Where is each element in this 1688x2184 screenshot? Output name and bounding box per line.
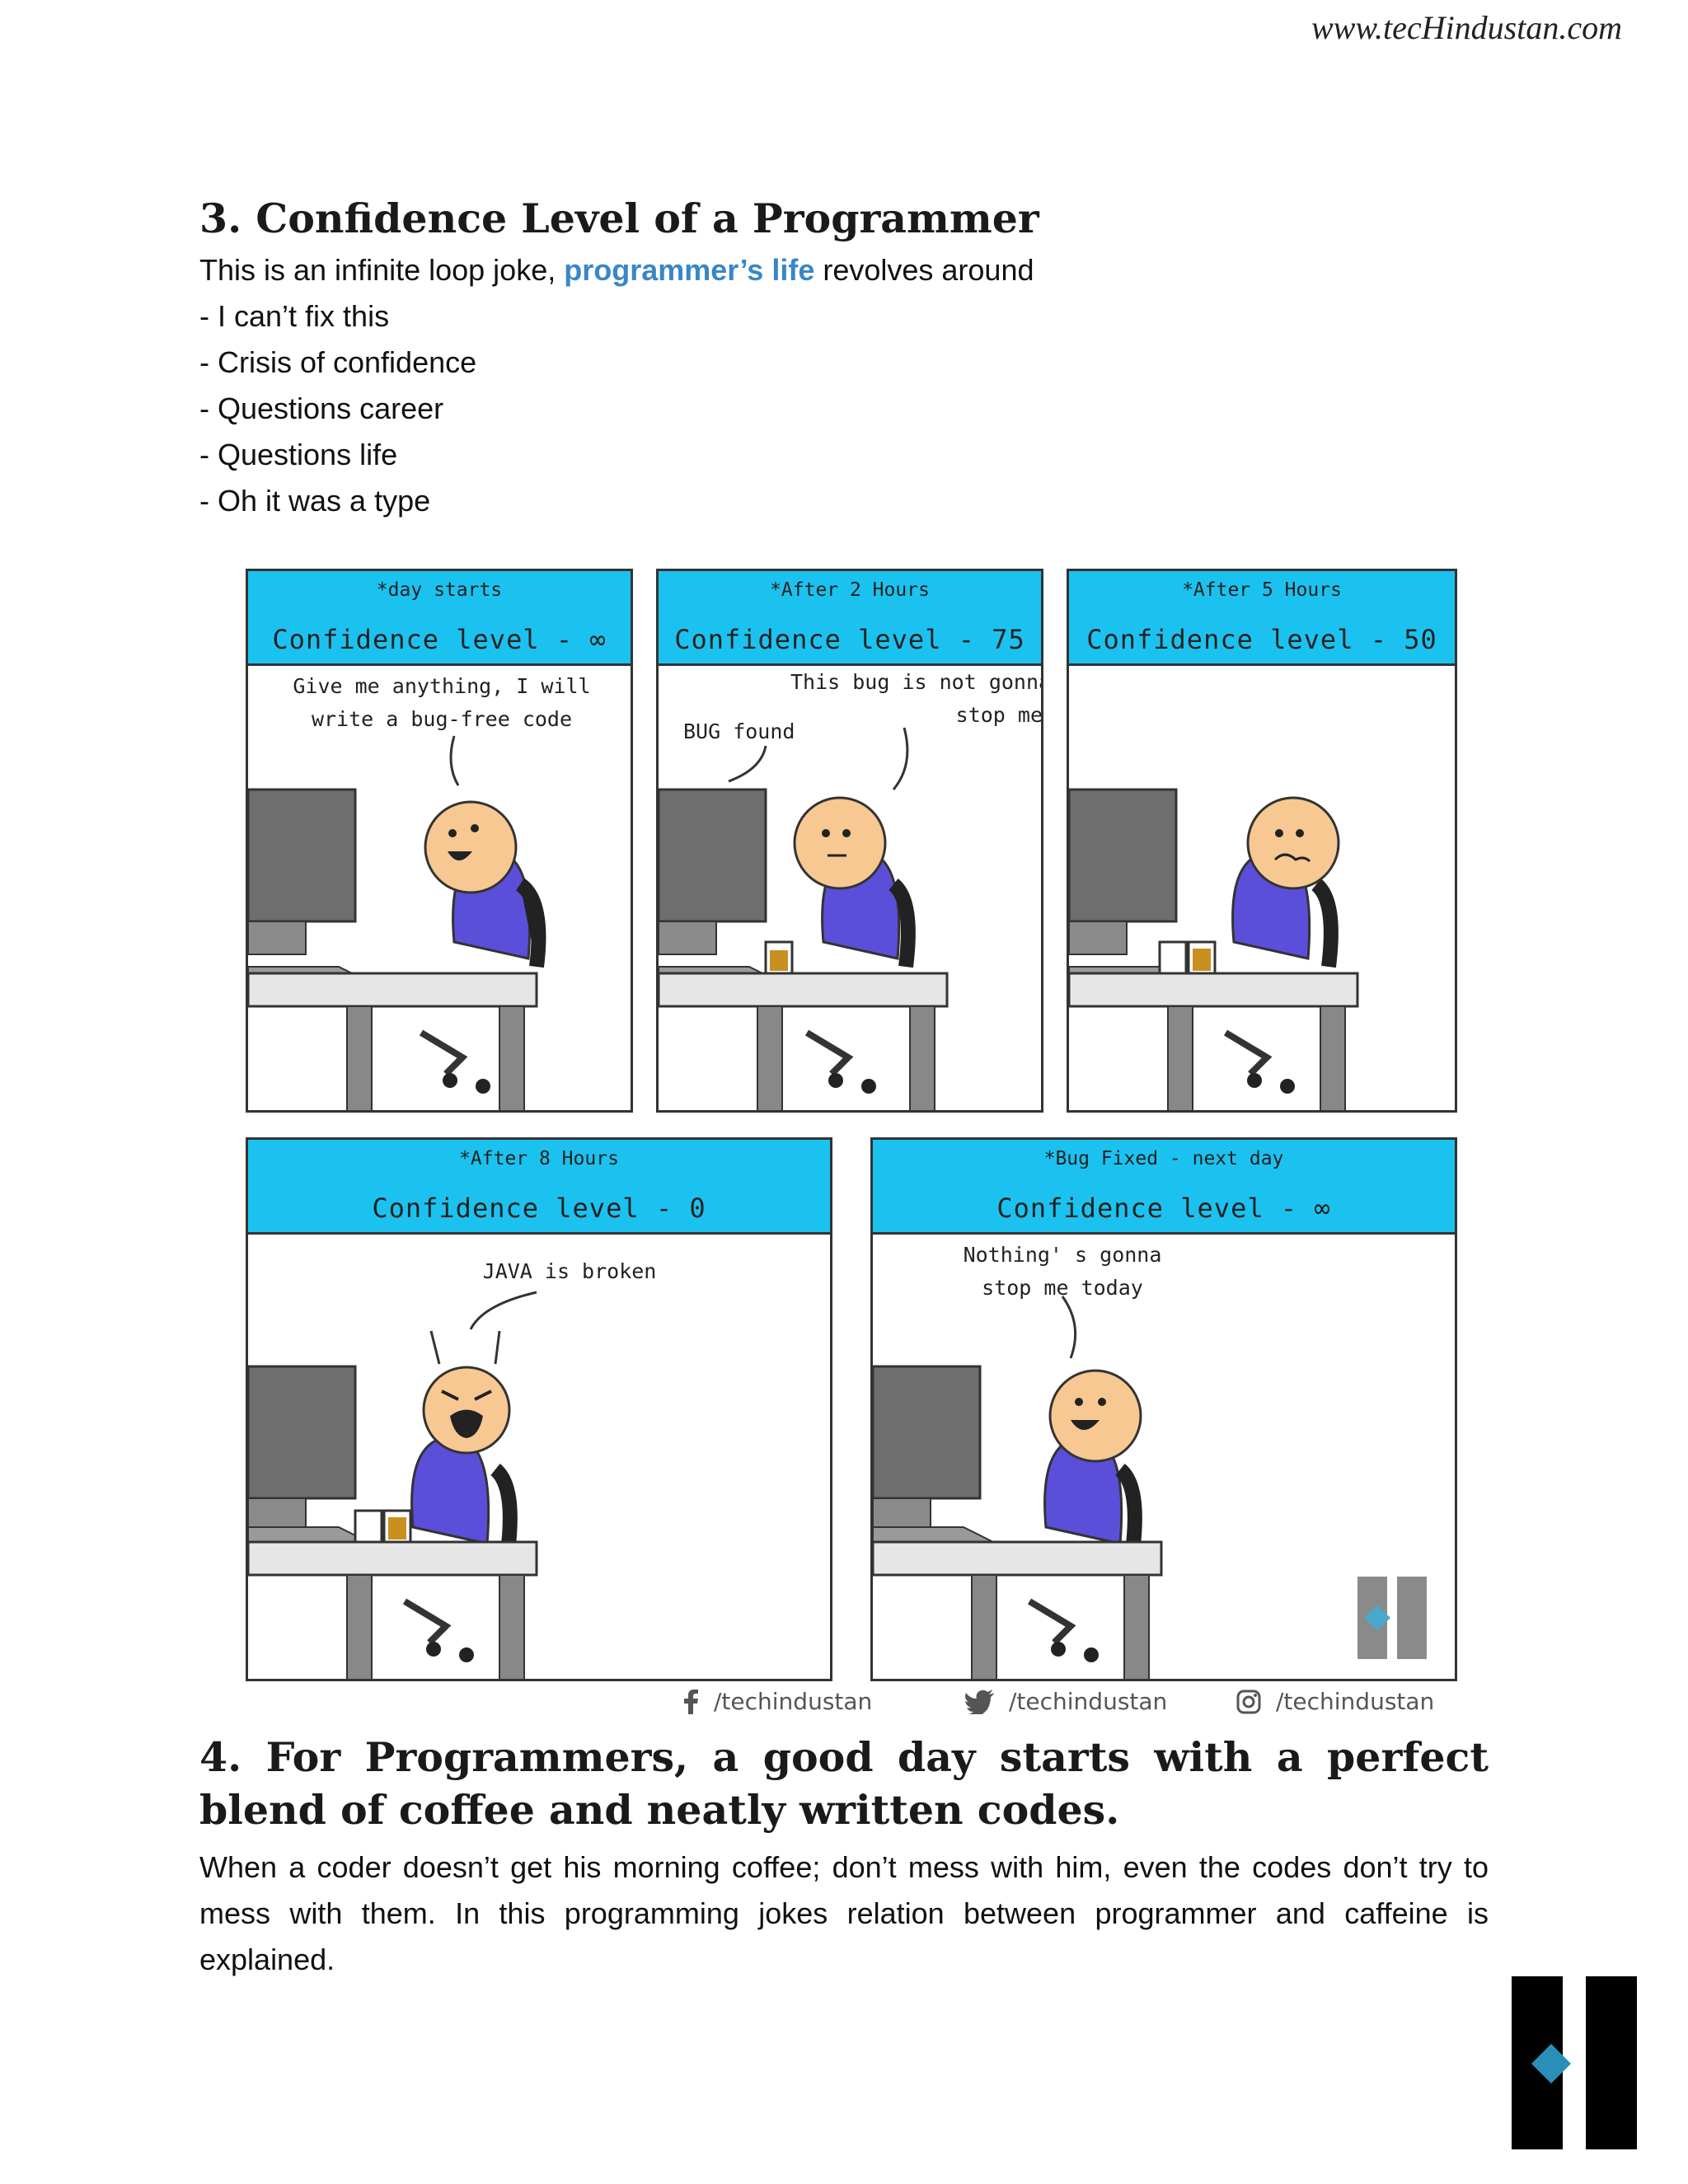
section-3-title: 3. Confidence Level of a Programmer: [199, 194, 1039, 242]
panel-header: *day starts Confidence level - ∞: [248, 571, 631, 666]
list-item: - Crisis of confidence: [199, 345, 477, 379]
facebook-handle-label: /techindustan: [714, 1688, 873, 1715]
section-3: 3. Confidence Level of a Programmer This…: [199, 194, 1489, 524]
list-item: - I can’t fix this: [199, 299, 390, 333]
techindustan-watermark: [1357, 1577, 1427, 1659]
instagram-handle-label: /techindustan: [1276, 1688, 1435, 1715]
panel-illustration: [873, 1296, 1427, 1679]
twitter-icon: [964, 1689, 994, 1714]
panel-illustration: [659, 727, 949, 1110]
intro-text-before: This is an infinite loop joke,: [199, 253, 565, 287]
life-cycle-list: - I can’t fix this - Crisis of confidenc…: [199, 293, 1489, 524]
panel-time-label: *After 5 Hours: [1182, 579, 1342, 601]
section-4-title: 4. For Programmers, a good day starts wi…: [199, 1733, 1489, 1834]
panel-time-label: *After 2 Hours: [770, 579, 930, 601]
panel-header: *After 5 Hours Confidence level - 50: [1069, 571, 1455, 666]
site-url[interactable]: www.tecHindustan.com: [1311, 9, 1622, 46]
panel-time-label: *After 8 Hours: [459, 1148, 619, 1169]
speech-bubble: This bug is not gonna stop me: [790, 670, 1043, 727]
instagram-handle[interactable]: /techindustan: [1236, 1688, 1434, 1715]
programmers-life-link[interactable]: programmer’s life: [564, 253, 815, 287]
list-item: - Questions life: [199, 438, 398, 471]
panel-illustration: [248, 735, 546, 1110]
twitter-handle[interactable]: /techindustan: [964, 1688, 1167, 1715]
panel-illustration: [248, 1291, 538, 1679]
confidence-level-label: Confidence level - ∞: [272, 624, 607, 655]
section-4-body: When a coder doesn’t get his morning cof…: [199, 1850, 1489, 1976]
facebook-handle[interactable]: /techindustan: [684, 1688, 872, 1715]
panel-time-label: *Bug Fixed - next day: [1043, 1148, 1284, 1169]
intro-text-after: revolves around: [814, 253, 1034, 287]
speech-bubble: Nothing' s gonna stop me today: [963, 1243, 1162, 1300]
speech-bubble: JAVA is broken: [482, 1259, 657, 1283]
comic-strip: *day starts Confidence level - ∞ Give me…: [246, 569, 1457, 1722]
panel-header: *After 8 Hours Confidence level - 0: [248, 1140, 830, 1235]
confidence-level-label: Confidence level - 0: [372, 1193, 706, 1224]
comic-social-bar: /techindustan /techindustan /techindusta…: [684, 1688, 1459, 1721]
comic-panel-5: *Bug Fixed - next day Confidence level -…: [870, 1137, 1457, 1681]
confidence-level-label: Confidence level - 75: [674, 624, 1025, 655]
section-4: 4. For Programmers, a good day starts wi…: [199, 1731, 1489, 1983]
list-item: - Questions career: [199, 391, 444, 425]
facebook-icon: [684, 1689, 698, 1714]
techindustan-logo[interactable]: [1512, 1976, 1637, 2149]
panel-header: *Bug Fixed - next day Confidence level -…: [873, 1140, 1455, 1235]
section-3-intro: This is an infinite loop joke, programme…: [199, 247, 1489, 293]
confidence-level-label: Confidence level - 50: [1086, 624, 1437, 655]
panel-time-label: *day starts: [376, 579, 503, 601]
twitter-handle-label: /techindustan: [1009, 1688, 1168, 1715]
instagram-icon: [1236, 1690, 1261, 1713]
speech-bubble: Give me anything, I will write a bug-fre…: [293, 674, 591, 731]
panel-illustration: [1069, 788, 1359, 1110]
comic-panel-1: *day starts Confidence level - ∞ Give me…: [246, 569, 633, 1113]
comic-panel-3: *After 5 Hours Confidence level - 50: [1067, 569, 1457, 1113]
panel-header: *After 2 Hours Confidence level - 75: [659, 571, 1041, 666]
speech-bubble-bug-found: BUG found: [683, 719, 795, 743]
confidence-level-label: Confidence level - ∞: [996, 1193, 1331, 1224]
list-item: - Oh it was a type: [199, 484, 431, 518]
comic-panel-2: *After 2 Hours Confidence level - 75 Thi…: [656, 569, 1043, 1113]
comic-panel-4: *After 8 Hours Confidence level - 0 JAVA…: [246, 1137, 832, 1681]
